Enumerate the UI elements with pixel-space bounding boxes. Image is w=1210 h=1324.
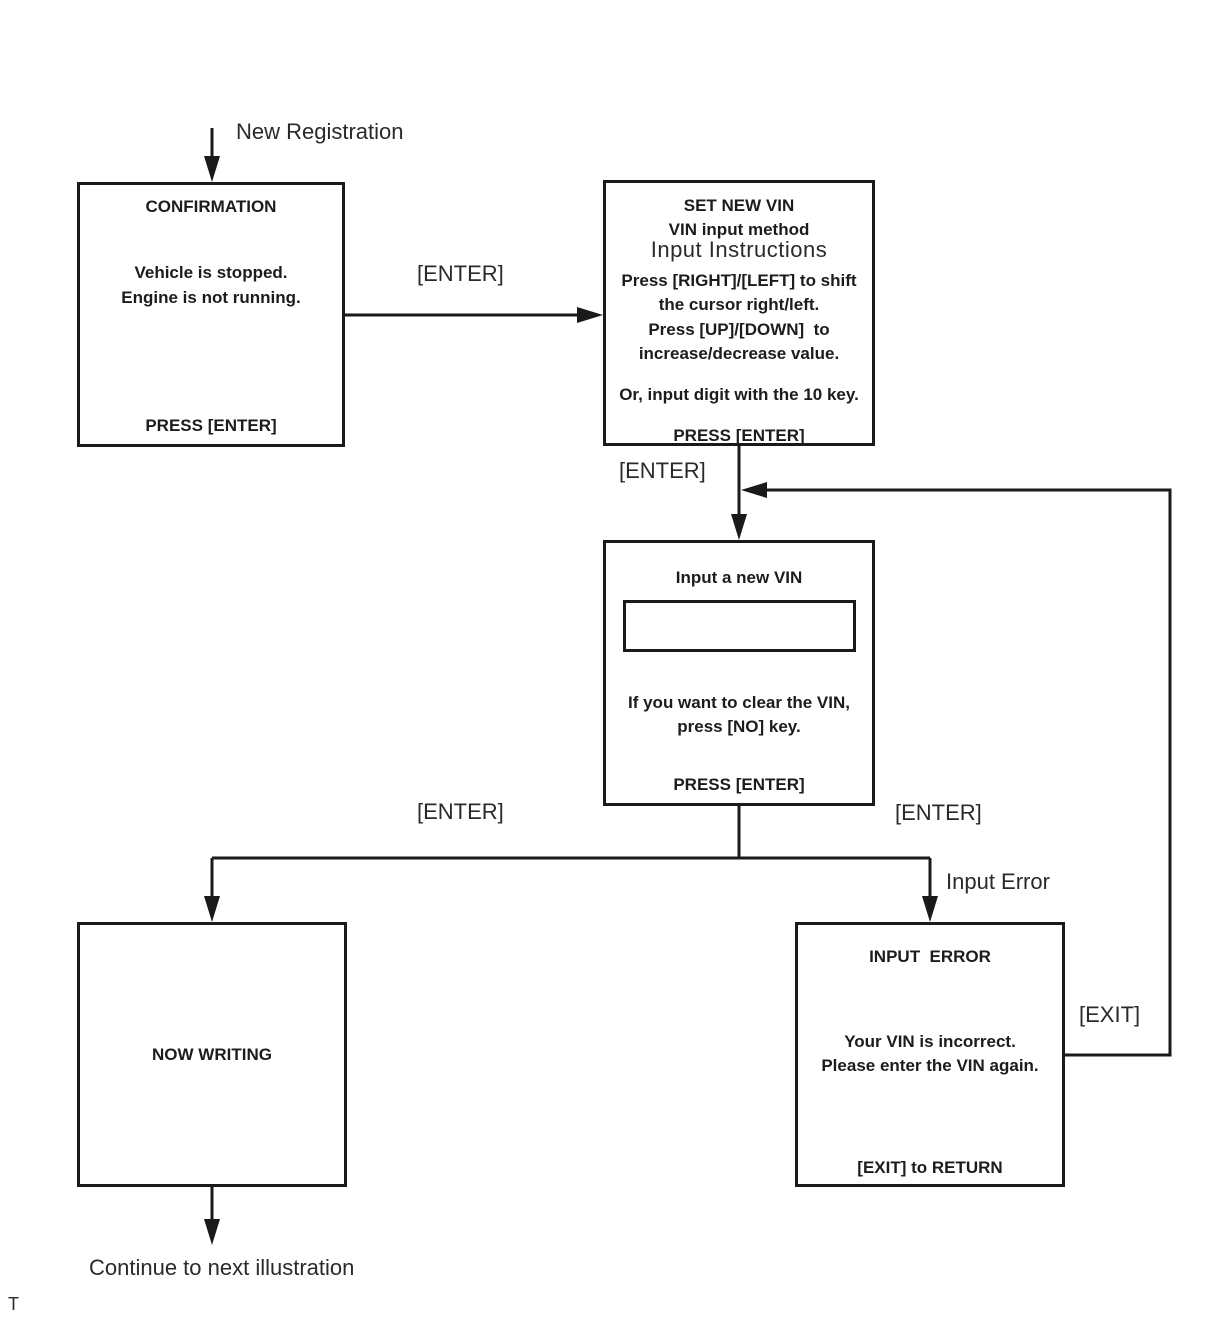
node-confirmation: CONFIRMATION Vehicle is stopped. Engine …: [77, 182, 345, 447]
node-confirmation-body-2: Engine is not running.: [121, 288, 301, 307]
node-setnewvin-instr-3: Press [UP]/[DOWN] to: [648, 320, 830, 339]
node-inputvin-title: Input a new VIN: [675, 568, 803, 587]
arrowhead-into-nowwriting: [204, 896, 220, 922]
node-setnewvin-subtitle: VIN input method: [668, 220, 810, 239]
node-inputerror-body-1: Your VIN is incorrect.: [844, 1032, 1016, 1051]
label-page-marker: T: [8, 1294, 19, 1314]
node-inputvin-footer: PRESS [ENTER]: [673, 775, 805, 794]
node-inputerror-title: INPUT ERROR: [869, 947, 991, 966]
node-setnewvin-instr-4: increase/decrease value.: [638, 344, 840, 363]
node-setnewvin-footer: PRESS [ENTER]: [673, 426, 805, 445]
node-now-writing: NOW WRITING: [77, 922, 347, 1187]
vin-input-field: [623, 600, 856, 652]
node-confirmation-footer: PRESS [ENTER]: [145, 416, 277, 435]
node-inputvin-body-2: press [NO] key.: [677, 717, 801, 736]
arrowhead-continue: [204, 1219, 220, 1245]
label-exit: [EXIT]: [1079, 1002, 1141, 1027]
arrowhead-into-inputerror: [922, 896, 938, 922]
label-input-error: Input Error: [946, 869, 1050, 894]
node-setnewvin-instr-2: the cursor right/left.: [658, 295, 820, 314]
split-connector-line: [210, 806, 932, 898]
node-setnewvin-title: SET NEW VIN: [683, 196, 795, 215]
label-enter-mid: [ENTER]: [619, 458, 706, 483]
label-enter-left: [ENTER]: [417, 799, 504, 824]
node-input-error: INPUT ERROR Your VIN is incorrect. Pleas…: [795, 922, 1065, 1187]
node-confirmation-title: CONFIRMATION: [145, 197, 277, 216]
arrowhead-feedback-left: [741, 482, 767, 498]
node-nowwriting-title: NOW WRITING: [152, 1044, 272, 1064]
arrow-feedback-exit-line: [766, 488, 1172, 1057]
node-setnewvin-note: Or, input digit with the 10 key.: [619, 385, 859, 404]
arrowhead-into-inputvin: [731, 514, 747, 540]
label-continue-next: Continue to next illustration: [89, 1255, 355, 1280]
node-set-new-vin: SET NEW VIN VIN input method Input Instr…: [603, 180, 875, 446]
arrowhead-into-setnewvin: [577, 307, 603, 323]
arrowhead-new-registration: [204, 156, 220, 182]
node-input-new-vin: Input a new VIN If you want to clear the…: [603, 540, 875, 806]
node-inputerror-body-2: Please enter the VIN again.: [821, 1056, 1039, 1075]
node-setnewvin-heading: Input Instructions: [650, 237, 828, 262]
node-setnewvin-instr-1: Press [RIGHT]/[LEFT] to shift: [621, 271, 857, 290]
label-new-registration: New Registration: [236, 119, 404, 144]
label-enter-right: [ENTER]: [895, 800, 982, 825]
node-inputvin-body-1: If you want to clear the VIN,: [628, 693, 850, 712]
label-enter-top: [ENTER]: [417, 261, 504, 286]
node-confirmation-body-1: Vehicle is stopped.: [134, 263, 288, 282]
node-inputerror-footer: [EXIT] to RETURN: [857, 1158, 1003, 1177]
